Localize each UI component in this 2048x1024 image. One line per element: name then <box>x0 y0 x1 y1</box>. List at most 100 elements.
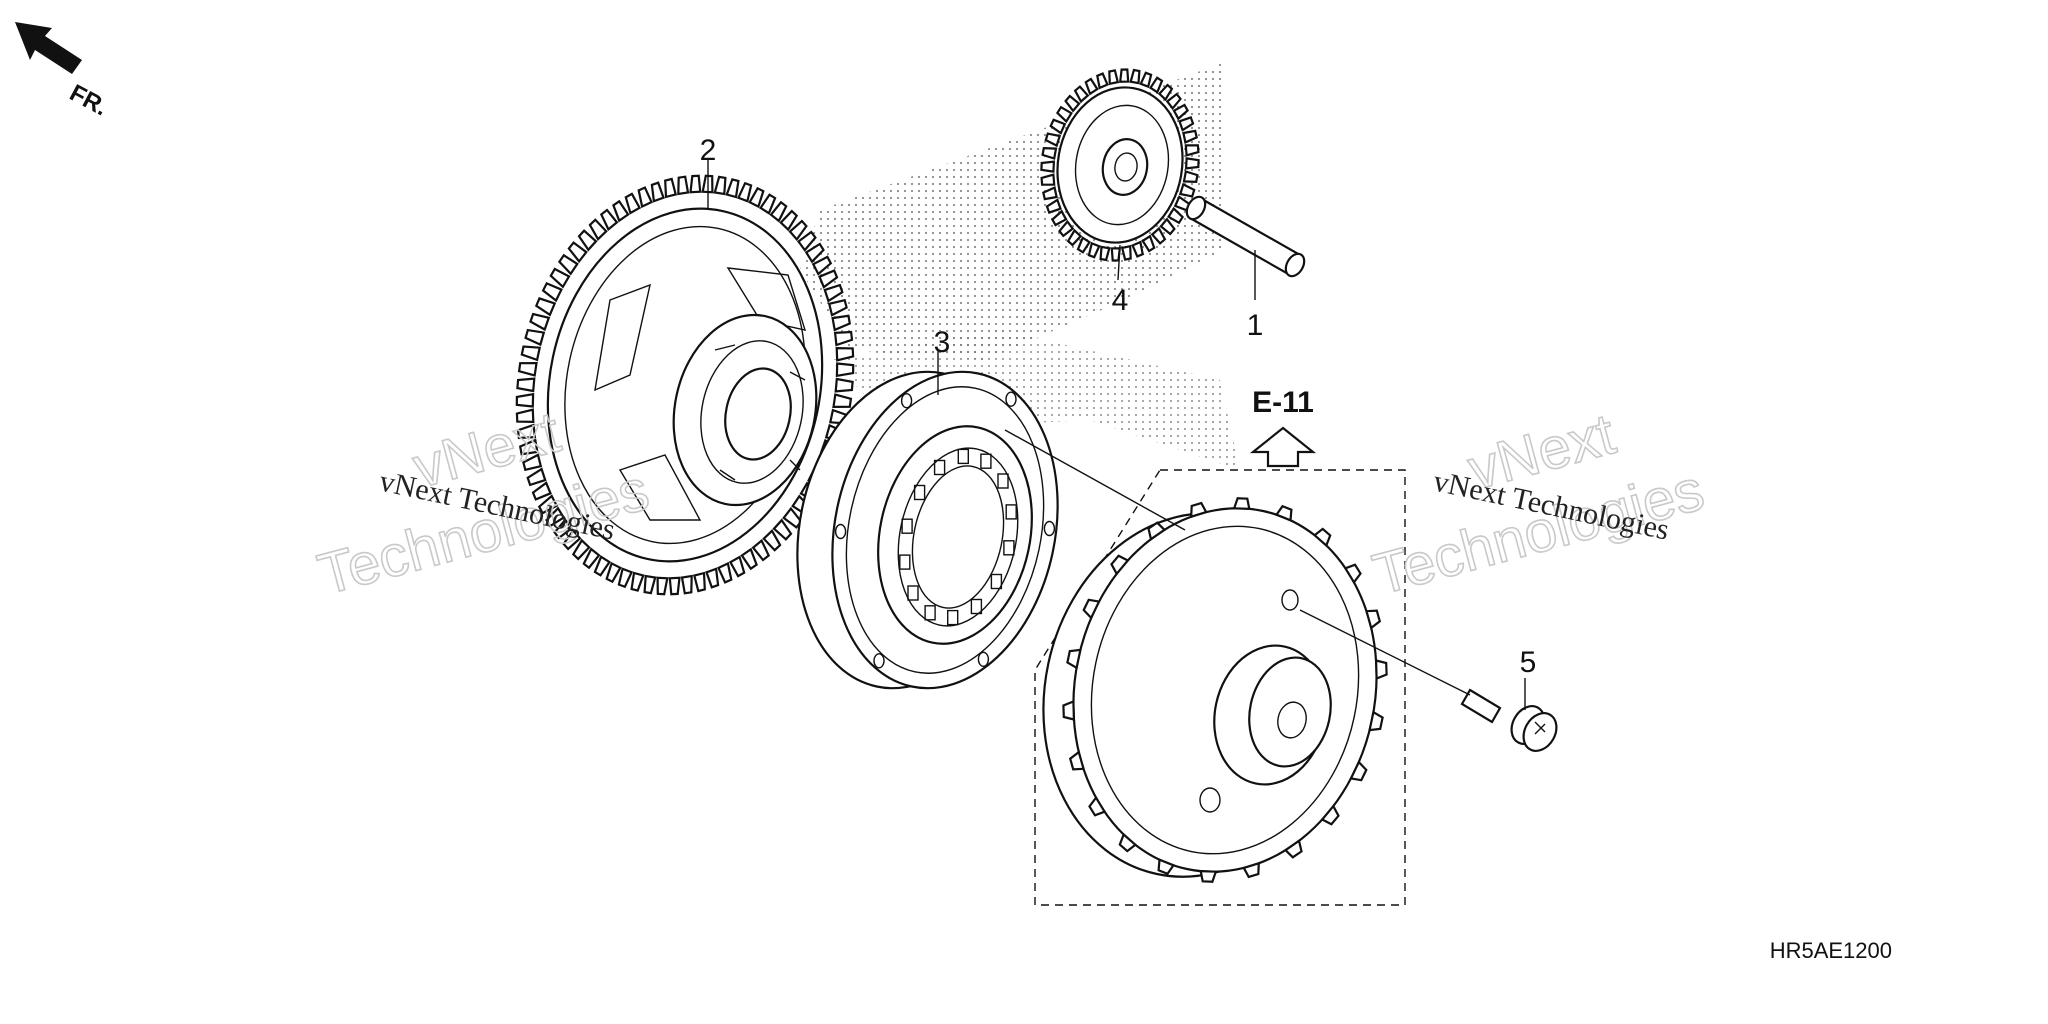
gear-tooth <box>834 377 854 393</box>
gear-tooth <box>692 571 706 593</box>
gear-tooth <box>531 481 552 501</box>
gear-tooth <box>1096 72 1109 90</box>
gear-tooth <box>1120 244 1132 261</box>
gear-tooth <box>567 241 588 264</box>
gear-tooth <box>1232 497 1251 511</box>
gear-tooth <box>664 177 678 199</box>
clutch-roller <box>933 459 946 476</box>
gear-tooth <box>1087 241 1101 259</box>
gear-tooth <box>832 393 853 409</box>
gear-tooth <box>1051 209 1068 227</box>
clutch-bolt-hole <box>900 393 913 409</box>
gear-tooth <box>1199 869 1218 883</box>
gear-tooth <box>1118 832 1138 853</box>
gear-tooth <box>1184 157 1200 170</box>
gear-tooth <box>656 576 669 596</box>
gear-tooth <box>545 506 566 528</box>
gear-tooth <box>740 547 758 571</box>
flywheel-lugs <box>1062 497 1388 883</box>
gear-tooth <box>835 362 855 378</box>
gear-tooth <box>1283 838 1303 859</box>
callout-5: 5 <box>1520 646 1537 679</box>
clutch-roller <box>970 598 983 615</box>
gear-tooth <box>1041 146 1058 160</box>
gear-tooth <box>796 230 817 252</box>
gear-tooth <box>537 494 559 515</box>
gear-tooth <box>1066 228 1083 247</box>
gear-tooth <box>782 506 803 529</box>
clutch-roller <box>1005 504 1017 520</box>
gear-tooth <box>522 453 543 472</box>
gear-tooth <box>680 574 693 595</box>
gear-tooth <box>1349 760 1368 782</box>
clutch-roller <box>957 448 969 465</box>
gear-tooth <box>526 467 547 487</box>
gear-tooth <box>1064 94 1081 113</box>
gear-tooth <box>516 423 537 440</box>
gear-tooth <box>529 312 551 332</box>
clutch-roller <box>907 585 919 601</box>
gear-tooth <box>769 200 788 223</box>
gear-tooth <box>1055 105 1073 124</box>
gear-tooth <box>779 209 799 232</box>
part-2-starter-driven-gear <box>515 174 855 596</box>
gear-tooth <box>677 175 690 196</box>
callout-1: 1 <box>1247 309 1264 342</box>
gear-tooth <box>1184 144 1200 157</box>
gear-tooth <box>1374 659 1388 681</box>
gear-tooth <box>831 314 852 332</box>
gear-tooth <box>689 174 702 194</box>
gear-tooth <box>1042 186 1058 201</box>
gear-tooth <box>1040 173 1056 186</box>
gear-tooth <box>1141 234 1156 253</box>
gear-tooth <box>1368 710 1384 732</box>
gear-tooth <box>624 192 642 215</box>
gear-tooth <box>728 555 746 578</box>
gear-tooth <box>1108 69 1120 86</box>
gear-tooth <box>717 561 733 584</box>
gear-tooth <box>617 567 634 589</box>
gear-tooth <box>1045 198 1062 214</box>
gear-tooth <box>515 392 535 408</box>
gear-tooth <box>1182 129 1198 144</box>
gear-tooth <box>833 330 854 347</box>
gear-tooth <box>1182 170 1199 184</box>
clutch-bolt-holes <box>834 391 1056 669</box>
orientation-label: FR. <box>65 79 112 121</box>
clutch-bolt-hole <box>977 651 990 667</box>
gear-tooth <box>1165 92 1182 111</box>
gear-tooth <box>762 529 782 552</box>
section-reference-label: E-11 <box>1252 386 1314 419</box>
gear-tooth <box>1343 563 1362 585</box>
clutch-roller <box>990 573 1003 590</box>
gear-tooth <box>705 567 720 589</box>
gear-tooth <box>1178 116 1195 132</box>
gear-tooth <box>1040 160 1056 173</box>
gear-tooth <box>571 538 591 561</box>
gear-tooth <box>1172 103 1189 121</box>
gear-tooth <box>524 328 546 347</box>
gear-tooth <box>1150 226 1167 245</box>
gear-tooth <box>1058 219 1075 238</box>
callout-4: 4 <box>1112 284 1129 317</box>
gear-tooth <box>582 547 601 570</box>
gear-tooth <box>713 175 727 196</box>
part-4-idle-gear <box>1040 68 1200 262</box>
gear-tooth <box>748 186 765 209</box>
gear-tooth <box>650 181 665 203</box>
gear-tooth <box>612 199 630 223</box>
gear-tooth <box>1110 554 1130 576</box>
gear-tooth <box>643 574 657 595</box>
gear-tooth <box>1084 77 1099 96</box>
gear-tooth <box>835 346 855 362</box>
gear-tooth <box>1066 648 1082 670</box>
gear-tooth <box>593 555 611 577</box>
gear-tooth <box>1049 118 1067 135</box>
gear-tooth <box>811 255 833 276</box>
gear-tooth <box>1082 598 1101 620</box>
gear-tooth <box>788 219 808 242</box>
gear-tooth <box>1147 521 1167 542</box>
watermark-right: vNext Technologies vNext Technologies <box>1366 401 1711 609</box>
clutch-roller <box>997 473 1009 489</box>
gear-tooth <box>534 297 557 317</box>
